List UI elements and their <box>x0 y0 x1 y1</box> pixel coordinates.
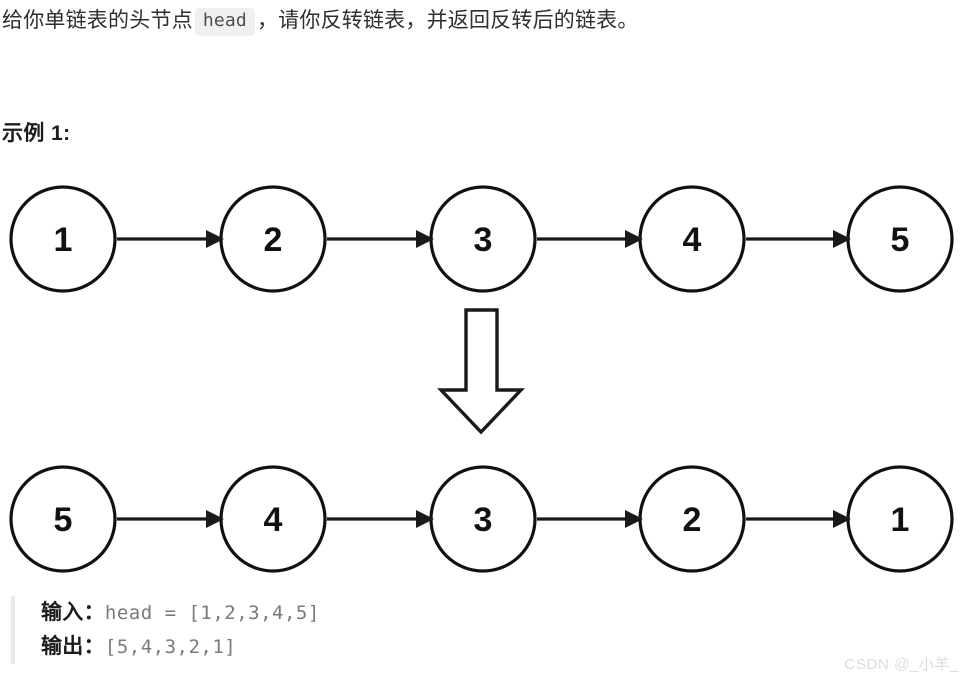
linked-list-row-reversed: 5 4 3 2 1 <box>9 465 954 573</box>
inline-code-head: head <box>194 8 255 36</box>
list-node: 2 <box>638 465 746 573</box>
list-link-arrow <box>746 510 851 528</box>
io-input-label: 输入： <box>41 601 105 624</box>
list-link-arrow <box>117 230 224 248</box>
node-value: 4 <box>683 221 702 259</box>
example-heading: 示例 1: <box>2 122 71 145</box>
list-node: 2 <box>219 185 327 293</box>
node-value: 1 <box>54 221 73 259</box>
list-node: 4 <box>219 465 327 573</box>
list-node: 3 <box>429 185 537 293</box>
io-output-line: 输出：[5,4,3,2,1] <box>41 630 711 664</box>
io-example-block: 输入：head = [1,2,3,4,5] 输出：[5,4,3,2,1] <box>11 596 711 664</box>
node-value: 3 <box>474 501 493 539</box>
linked-list-figure: 1 2 3 4 5 <box>0 160 977 585</box>
io-input-line: 输入：head = [1,2,3,4,5] <box>41 596 711 630</box>
node-value: 3 <box>474 221 493 259</box>
list-link-arrow <box>537 230 643 248</box>
linked-list-row-original: 1 2 3 4 5 <box>9 185 954 293</box>
list-node: 3 <box>429 465 537 573</box>
list-node: 5 <box>846 185 954 293</box>
list-link-arrow <box>537 510 643 528</box>
node-value: 4 <box>264 501 283 539</box>
list-node: 1 <box>846 465 954 573</box>
list-node: 5 <box>9 465 117 573</box>
io-output-label: 输出： <box>41 635 105 658</box>
watermark: CSDN @_小羊_ <box>844 656 959 673</box>
io-output-value: [5,4,3,2,1] <box>104 636 237 658</box>
node-value: 2 <box>264 221 283 259</box>
node-value: 2 <box>683 501 702 539</box>
node-value: 5 <box>54 501 73 539</box>
list-node: 4 <box>638 185 746 293</box>
list-link-arrow <box>117 510 224 528</box>
list-node: 1 <box>9 185 117 293</box>
list-link-arrow <box>746 230 851 248</box>
node-value: 1 <box>891 501 910 539</box>
list-link-arrow <box>327 510 434 528</box>
node-value: 5 <box>891 221 910 259</box>
list-link-arrow <box>327 230 434 248</box>
down-block-arrow-icon <box>437 308 525 435</box>
io-input-value: head = [1,2,3,4,5] <box>104 602 320 624</box>
statement-text-after-code: ，请你反转链表，并返回反转后的链表。 <box>256 9 639 32</box>
statement-text-before-code: 给你单链表的头节点 <box>2 9 193 32</box>
